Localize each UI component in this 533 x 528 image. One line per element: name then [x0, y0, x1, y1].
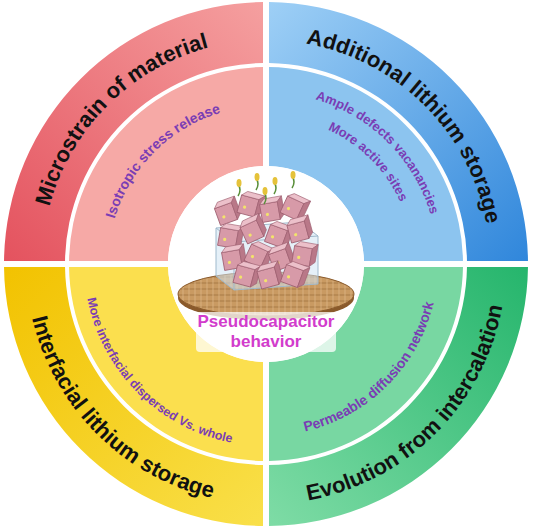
center-circle: Pseudocapacitor behavior: [168, 166, 364, 362]
outer-band: [4, 2, 263, 261]
ring-title: Interfacial lithium storage: [27, 313, 217, 503]
center-label: Pseudocapacitor behavior: [196, 312, 336, 352]
outer-band: [269, 2, 528, 261]
feature-text: More active sites: [326, 119, 411, 204]
